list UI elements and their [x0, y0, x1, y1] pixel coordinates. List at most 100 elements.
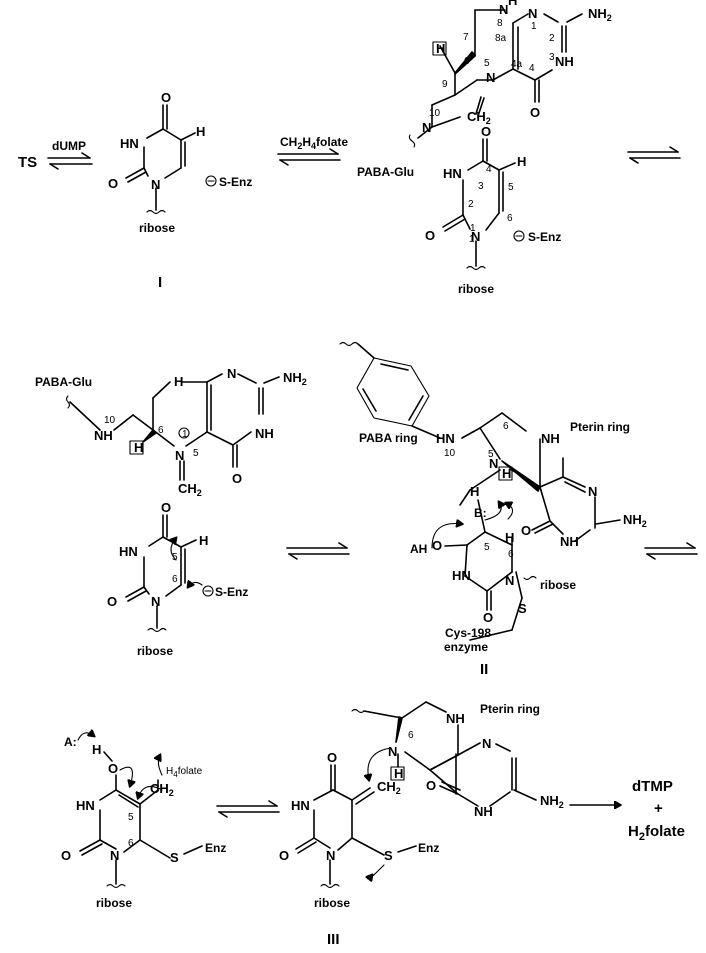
- svg-text:6: 6: [508, 549, 514, 560]
- pterin-ring-label: Pterin ring: [570, 420, 630, 434]
- thiolate-anion-2: [513, 230, 525, 242]
- equilibrium-arrow-3: [627, 146, 681, 164]
- label-II: II: [480, 661, 488, 678]
- svg-text:1: 1: [469, 234, 475, 245]
- svg-text:NH: NH: [446, 711, 465, 726]
- svg-text:H: H: [505, 530, 514, 545]
- ribose-label-5: ribose: [96, 896, 132, 910]
- ts-label: TS: [18, 154, 37, 171]
- equilibrium-arrow-4: [286, 542, 350, 560]
- svg-text:H: H: [436, 41, 445, 56]
- row1: TS dUMP O HN H O N S-Enz ribose I CH2H4f…: [18, 0, 681, 296]
- uracil-structure-complex: [442, 138, 516, 271]
- exocyclic-methylene-structure: [295, 747, 417, 889]
- svg-text:H: H: [174, 374, 183, 389]
- svg-text:S: S: [170, 850, 179, 865]
- svg-text:NH: NH: [541, 431, 560, 446]
- svg-text:NH2: NH2: [588, 6, 612, 23]
- svg-text:O: O: [432, 538, 442, 553]
- svg-text:H: H: [470, 484, 479, 499]
- svg-text:H: H: [394, 766, 403, 781]
- svg-text:CH2: CH2: [150, 781, 174, 798]
- svg-text:N: N: [528, 6, 537, 21]
- svg-text:4a: 4a: [511, 59, 523, 70]
- svg-text:5: 5: [484, 58, 490, 69]
- svg-text:N: N: [326, 848, 335, 863]
- svg-text:H: H: [134, 440, 143, 455]
- enz-label-2: Enz: [418, 841, 439, 855]
- svg-text:1: 1: [531, 21, 537, 32]
- svg-text:H: H: [508, 0, 517, 8]
- cys-198-label: Cys-198: [445, 626, 491, 640]
- svg-text:N: N: [499, 2, 508, 17]
- svg-text:N: N: [505, 573, 514, 588]
- svg-text:HN: HN: [291, 798, 310, 813]
- equilibrium-arrow-1: [47, 152, 93, 170]
- svg-text:H: H: [92, 742, 101, 757]
- svg-text:HN: HN: [436, 431, 455, 446]
- base-label: B:: [474, 506, 487, 520]
- svg-text:O: O: [161, 90, 171, 105]
- paba-glu-label-2: PABA-Glu: [35, 375, 92, 389]
- acid-label: AH: [410, 542, 427, 556]
- equilibrium-arrow-2: [277, 148, 341, 166]
- folate-ring-numbers: 8 8a 1 2 3 4 4a 5 6 7 9 10: [429, 18, 555, 119]
- svg-text:1: 1: [470, 223, 476, 234]
- pterin-structure-III: [351, 701, 537, 807]
- ribose-label-4: ribose: [540, 578, 576, 592]
- svg-text:5: 5: [508, 182, 514, 193]
- svg-text:N: N: [471, 229, 480, 244]
- svg-text:O: O: [161, 500, 171, 515]
- svg-text:HN: HN: [452, 568, 471, 583]
- svg-text:O: O: [279, 848, 289, 863]
- ribose-label-2: ribose: [458, 282, 494, 296]
- svg-text:O: O: [327, 750, 337, 765]
- svg-text:4: 4: [486, 164, 492, 175]
- svg-text:6: 6: [464, 56, 470, 67]
- svg-text:6: 6: [128, 838, 134, 849]
- pterin-ring-label-2: Pterin ring: [480, 702, 540, 716]
- enol-intermediate-structure: [77, 733, 203, 889]
- svg-text:O: O: [425, 228, 435, 243]
- cofactor-label: CH2H4folate: [280, 135, 348, 151]
- svg-text:N: N: [227, 366, 236, 381]
- svg-text:2: 2: [549, 33, 555, 44]
- svg-text:NH2: NH2: [623, 512, 647, 529]
- svg-text:NH2: NH2: [540, 793, 564, 810]
- svg-text:O: O: [483, 610, 493, 625]
- thiolate-anion-I: [205, 175, 217, 187]
- svg-text:10: 10: [444, 448, 456, 459]
- svg-text:H: H: [196, 124, 205, 139]
- svg-text:N: N: [110, 848, 119, 863]
- svg-text:NH: NH: [94, 428, 113, 443]
- ribose-label: ribose: [139, 221, 175, 235]
- svg-text:N: N: [422, 120, 431, 135]
- svg-text:O: O: [521, 523, 531, 538]
- svg-text:N: N: [151, 594, 160, 609]
- svg-text:N: N: [175, 448, 184, 463]
- label-I: I: [158, 274, 162, 291]
- svg-text:N: N: [151, 177, 160, 192]
- svg-text:O: O: [232, 471, 242, 486]
- s-enz-label-2: S-Enz: [528, 230, 561, 244]
- svg-text:CH2: CH2: [178, 481, 202, 498]
- iminium-folate-structure: [69, 373, 280, 481]
- svg-text:6: 6: [503, 421, 509, 432]
- h4folate-label: H4folate: [166, 766, 203, 779]
- svg-text:H: H: [502, 466, 511, 481]
- svg-text:NH: NH: [555, 54, 574, 69]
- ribose-label-6: ribose: [314, 896, 350, 910]
- svg-text:N: N: [486, 70, 495, 85]
- product-plus: +: [654, 800, 663, 817]
- label-III: III: [327, 931, 340, 948]
- svg-text:2: 2: [468, 199, 474, 210]
- svg-text:6: 6: [408, 730, 414, 741]
- ribose-label-3: ribose: [137, 644, 173, 658]
- a-label: A:: [64, 735, 77, 749]
- row2: PABA-Glu H N NH2 NH O N 1 CH2 NH 10 6 5 …: [35, 341, 698, 678]
- svg-text:HN: HN: [443, 166, 462, 181]
- svg-text:6: 6: [172, 574, 178, 585]
- svg-text:NH: NH: [255, 426, 274, 441]
- svg-text:S: S: [518, 601, 527, 616]
- svg-text:HN: HN: [120, 136, 139, 151]
